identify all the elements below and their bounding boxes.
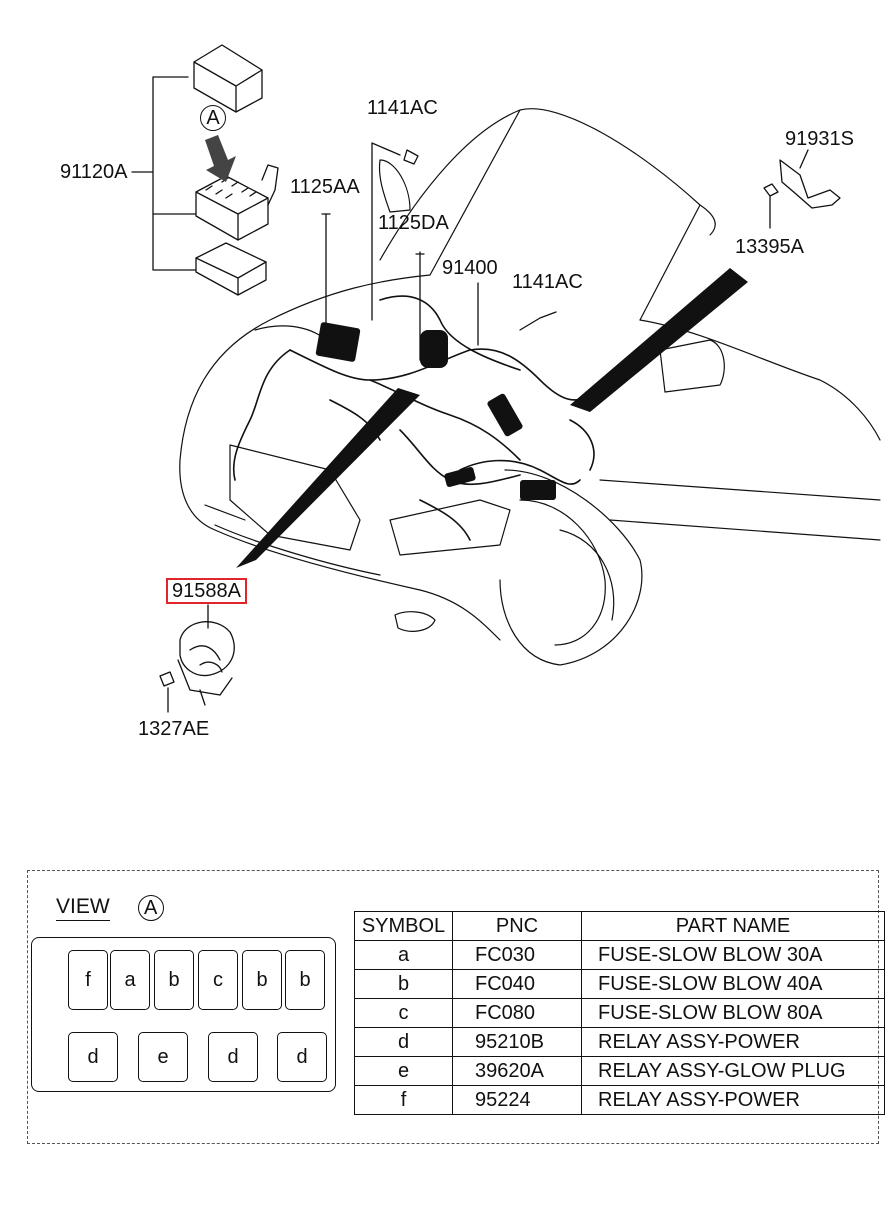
cell-pnc: 95210B	[452, 1027, 582, 1057]
cell-pnc: 39620A	[452, 1056, 582, 1086]
cell-pnc: 95224	[452, 1085, 582, 1115]
callout-91931s[interactable]: 91931S	[785, 128, 854, 150]
bolt-1141ac-mid	[519, 311, 557, 331]
cell-symbol: b	[354, 969, 453, 999]
slot-bottom-4[interactable]: d	[277, 1032, 327, 1082]
header-part-name: PART NAME	[581, 911, 885, 941]
callout-91120a[interactable]: 91120A	[60, 161, 128, 183]
leader-band-right	[570, 268, 748, 412]
bolt-1125aa	[321, 213, 331, 331]
fusebox-cover	[193, 44, 263, 113]
leader-band-left	[236, 388, 420, 568]
cell-part-name: FUSE-SLOW BLOW 30A	[581, 940, 885, 970]
cell-symbol: c	[354, 998, 453, 1028]
cell-pnc: FC030	[452, 940, 582, 970]
slot-top-2[interactable]: a	[110, 950, 150, 1010]
cell-part-name: RELAY ASSY-GLOW PLUG	[581, 1056, 885, 1086]
callout-1141ac-mid[interactable]: 1141AC	[512, 271, 583, 293]
view-a-circle-legend: A	[137, 895, 164, 921]
bracket-91120a	[131, 76, 197, 271]
table-row[interactable]: e 39620A RELAY ASSY-GLOW PLUG	[354, 1056, 885, 1086]
view-a-circle: A	[200, 105, 226, 131]
table-row[interactable]: f 95224 RELAY ASSY-POWER	[354, 1085, 885, 1115]
bracket-91931s	[779, 149, 841, 209]
view-label: VIEW	[56, 895, 110, 921]
cell-part-name: RELAY ASSY-POWER	[581, 1085, 885, 1115]
view-a-marker[interactable]: A	[200, 105, 226, 131]
cell-pnc: FC040	[452, 969, 582, 999]
cell-part-name: FUSE-SLOW BLOW 80A	[581, 998, 885, 1028]
callout-13395a[interactable]: 13395A	[735, 236, 804, 258]
fusebox-body	[195, 164, 279, 241]
slot-bottom-3[interactable]: d	[208, 1032, 258, 1082]
fusebox-lower	[195, 242, 267, 296]
wiring-harness	[232, 295, 595, 541]
cell-part-name: RELAY ASSY-POWER	[581, 1027, 885, 1057]
cell-symbol: f	[354, 1085, 453, 1115]
bolt-1141ac-top	[371, 142, 419, 321]
slot-top-5[interactable]: b	[242, 950, 282, 1010]
callout-1125da[interactable]: 1125DA	[378, 212, 449, 234]
parts-table: SYMBOL PNC PART NAME a FC030 FUSE-SLOW B…	[354, 911, 885, 1115]
callout-1125aa[interactable]: 1125AA	[290, 176, 360, 198]
slot-top-1[interactable]: f	[68, 950, 108, 1010]
callout-91400[interactable]: 91400	[442, 257, 498, 279]
callout-1327ae[interactable]: 1327AE	[138, 718, 210, 740]
header-symbol: SYMBOL	[354, 911, 453, 941]
table-header-row: SYMBOL PNC PART NAME	[354, 911, 885, 941]
fusebox-layout: f a b c b b d e d d	[31, 937, 336, 1092]
table-row[interactable]: d 95210B RELAY ASSY-POWER	[354, 1027, 885, 1057]
car-body	[179, 108, 881, 666]
harness-91588a	[159, 621, 235, 706]
table-row[interactable]: b FC040 FUSE-SLOW BLOW 40A	[354, 969, 885, 999]
table-row[interactable]: a FC030 FUSE-SLOW BLOW 30A	[354, 940, 885, 970]
clip-13395a	[763, 183, 779, 229]
harness-diagram	[131, 44, 881, 713]
cell-symbol: a	[354, 940, 453, 970]
slot-top-3[interactable]: b	[154, 950, 194, 1010]
view-title: VIEW A	[56, 895, 164, 921]
harness-modules	[315, 322, 556, 500]
slot-bottom-2[interactable]: e	[138, 1032, 188, 1082]
slot-bottom-1[interactable]: d	[68, 1032, 118, 1082]
slot-top-6[interactable]: b	[285, 950, 325, 1010]
cell-part-name: FUSE-SLOW BLOW 40A	[581, 969, 885, 999]
cell-pnc: FC080	[452, 998, 582, 1028]
cell-symbol: d	[354, 1027, 453, 1057]
slot-top-4[interactable]: c	[198, 950, 238, 1010]
cell-symbol: e	[354, 1056, 453, 1086]
arrow-down	[205, 135, 236, 182]
table-row[interactable]: c FC080 FUSE-SLOW BLOW 80A	[354, 998, 885, 1028]
callout-91588a-highlighted[interactable]: 91588A	[166, 578, 247, 604]
callout-1141ac-top[interactable]: 1141AC	[367, 97, 438, 119]
header-pnc: PNC	[452, 911, 582, 941]
